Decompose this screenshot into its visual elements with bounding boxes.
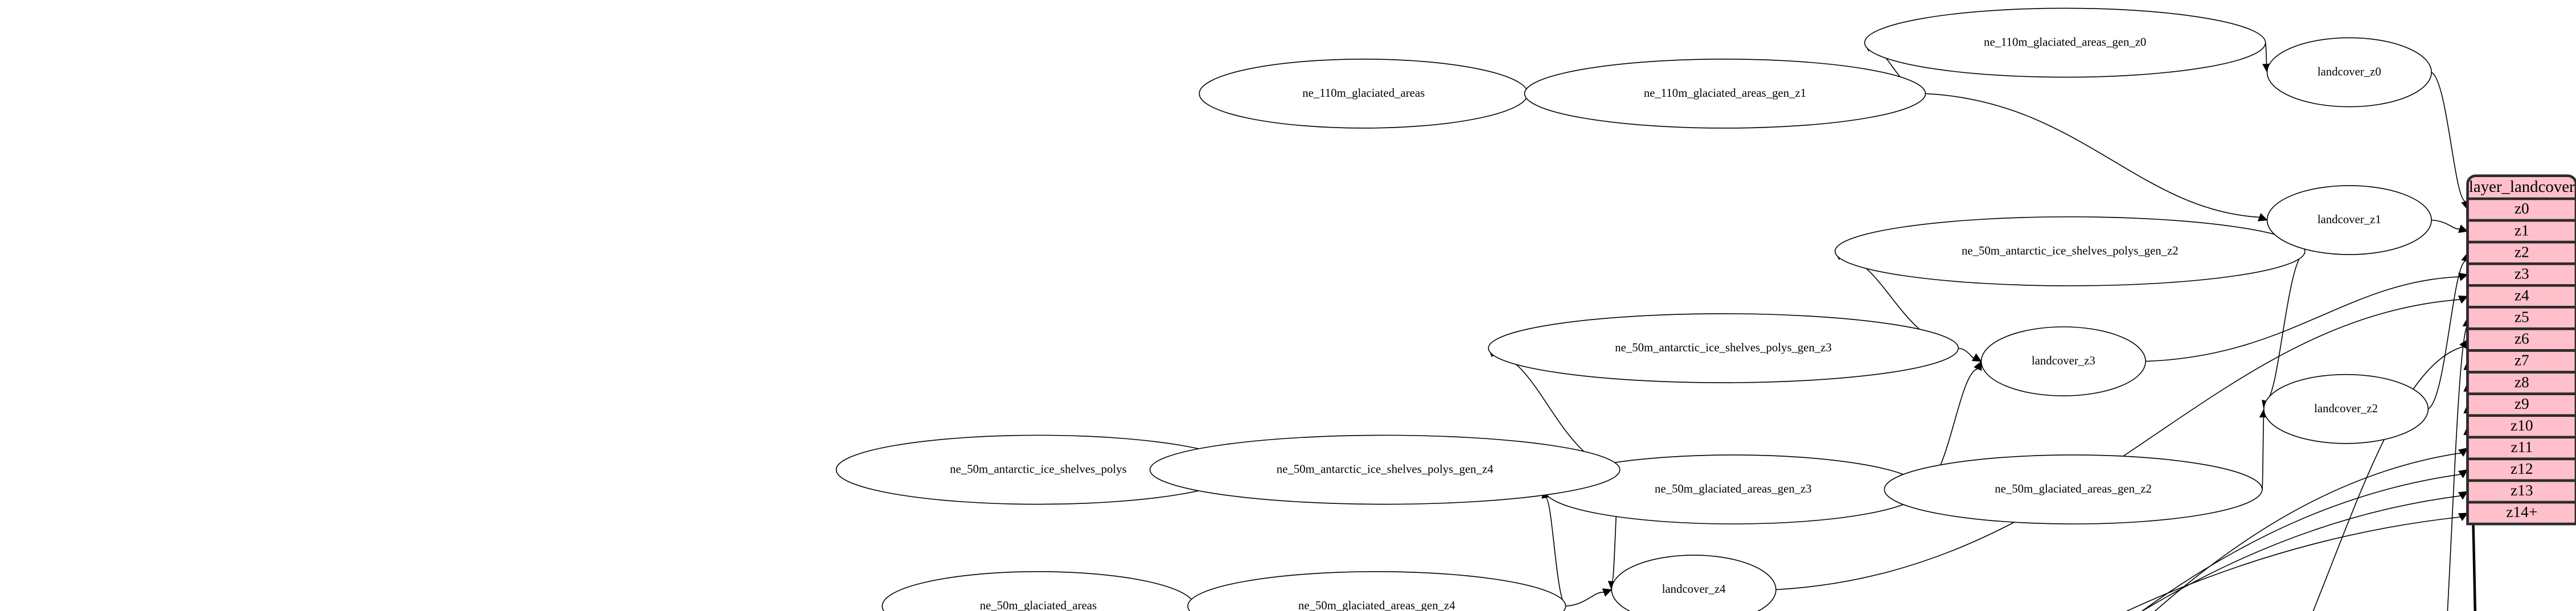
node-shape <box>1884 455 2262 524</box>
node-ne_50m_glaciated_areas_gen_z2[interactable]: ne_50m_glaciated_areas_gen_z2 <box>1884 455 2262 524</box>
record-row-label-z4: z4 <box>2515 286 2529 304</box>
arrowhead-icon <box>2459 273 2468 280</box>
arrowhead-icon <box>2459 225 2468 232</box>
node-ne_50m_glaciated_areas[interactable]: ne_50m_glaciated_areas <box>882 572 1194 611</box>
node-label: ne_50m_antarctic_ice_shelves_polys_gen_z… <box>1962 244 2179 257</box>
node-label: landcover_z3 <box>2032 354 2095 367</box>
node-label: ne_110m_glaciated_areas_gen_z1 <box>1644 87 1806 100</box>
edge-ne_50m_glaciated_areas_gen_z4--to--landcover_z4 <box>1566 592 1604 606</box>
node-label: landcover_z4 <box>1662 583 1726 596</box>
record-row-label-z7: z7 <box>2515 352 2529 369</box>
edge-landcover_z1--to--layer_landcover:z1 <box>2431 220 2460 229</box>
record-row-label-z11: z11 <box>2511 438 2533 456</box>
edge-ne_50m_glaciated_areas_gen_z4--to--ne_50m_glaciated_areas_gen_z3 <box>1546 498 1566 606</box>
record-row-label-z2: z2 <box>2515 243 2529 260</box>
node-ne_50m_antarctic_ice_shelves_polys_gen_z2[interactable]: ne_50m_antarctic_ice_shelves_polys_gen_z… <box>1835 217 2305 286</box>
record-title: layer_landcover <box>2469 178 2575 196</box>
node-landcover_z4[interactable]: landcover_z4 <box>1611 555 1776 611</box>
node-shape <box>1188 572 1566 611</box>
record-row-z10[interactable] <box>2466 414 2576 439</box>
node-label: ne_50m_antarctic_ice_shelves_polys_gen_z… <box>1615 341 1832 354</box>
arrowhead-icon <box>1972 354 1982 361</box>
edge-osm_landcover_gen_z13--to--layer_landcover:z13 <box>713 496 2460 611</box>
node-shape <box>1488 314 1958 383</box>
node-landcover_z1[interactable]: landcover_z1 <box>2267 186 2432 255</box>
node-label: landcover_z0 <box>2317 65 2381 79</box>
edges-layer <box>58 43 2494 611</box>
record-row-z4[interactable] <box>2466 284 2576 309</box>
edge-landcover_z3--to--layer_landcover:z3 <box>2146 277 2460 362</box>
arrowhead-icon <box>2459 296 2468 304</box>
edge-osm_landcover_gen_z11--to--layer_landcover:z11 <box>1180 453 2461 611</box>
arrowhead-icon <box>2459 470 2468 478</box>
node-label: ne_110m_glaciated_areas <box>1302 87 1425 100</box>
node-shape <box>2267 38 2432 106</box>
node-label: ne_50m_glaciated_areas_gen_z3 <box>1655 482 1812 495</box>
node-landcover_z3[interactable]: landcover_z3 <box>1982 327 2146 396</box>
edge-ne_50m_antarctic_ice_shelves_polys_gen_z3--to--landcover_z3 <box>1958 348 1974 358</box>
record-row-label-z6: z6 <box>2515 330 2529 347</box>
node-label: ne_50m_glaciated_areas_gen_z2 <box>1995 482 2152 495</box>
arrowhead-icon <box>1974 362 1982 371</box>
node-label: ne_110m_glaciated_areas_gen_z0 <box>1984 36 2146 49</box>
edge-ne_110m_glaciated_areas_gen_z0--to--landcover_z0 <box>2266 43 2267 65</box>
node-label: ne_50m_antarctic_ice_shelves_polys_gen_z… <box>1277 463 1494 476</box>
edge-landcover_z5--to--layer_landcover:z5 <box>2431 326 2467 611</box>
node-ne_50m_antarctic_ice_shelves_polys[interactable]: ne_50m_antarctic_ice_shelves_polys <box>836 435 1241 504</box>
node-shape <box>1524 59 1925 128</box>
record-row-label-z10: z10 <box>2511 417 2533 434</box>
arrowhead-icon <box>2459 491 2468 499</box>
node-shape <box>2267 186 2432 255</box>
arrowhead-icon <box>2459 513 2468 520</box>
node-ne_50m_glaciated_areas_gen_z4[interactable]: ne_50m_glaciated_areas_gen_z4 <box>1188 572 1566 611</box>
node-shape <box>1865 8 2266 77</box>
node-shape <box>2264 375 2429 444</box>
node-ne_50m_antarctic_ice_shelves_polys_gen_z4[interactable]: ne_50m_antarctic_ice_shelves_polys_gen_z… <box>1150 435 1620 504</box>
nodes-layer: imposm3osm_landcover_polygonsimplify_vw_… <box>0 8 2494 611</box>
node-landcover_z0[interactable]: landcover_z0 <box>2267 38 2432 106</box>
arrowhead-icon <box>2258 214 2267 221</box>
edge-landcover_z6--to--layer_landcover:z6 <box>2162 347 2463 611</box>
edge-ne_50m_glaciated_areas_gen_z2--to--landcover_z2 <box>2262 417 2264 490</box>
edge-ne_50m_antarctic_ice_shelves_polys_gen_z2--to--landcover_z2 <box>2266 251 2304 401</box>
record-row-z11[interactable] <box>2466 436 2576 461</box>
record-row-label-z12: z12 <box>2511 460 2533 477</box>
record-node-layer-landcover[interactable]: layer_landcover z0 z1 z2 z3 z4 z5 z6 z7 z8 z9 z10 z1… <box>2466 174 2576 526</box>
record-row-label-z9: z9 <box>2515 395 2529 412</box>
node-ne_50m_antarctic_ice_shelves_polys_gen_z3[interactable]: ne_50m_antarctic_ice_shelves_polys_gen_z… <box>1488 314 1958 383</box>
record-row-z5[interactable] <box>2466 306 2576 330</box>
node-label: landcover_z1 <box>2317 213 2381 226</box>
edge-landcover_z4--to--layer_landcover:z4 <box>1776 300 2460 590</box>
record-row-z3[interactable] <box>2466 262 2576 287</box>
edge-landcover_z2--to--layer_landcover:z2 <box>2428 261 2466 409</box>
node-shape <box>1150 435 1620 504</box>
node-shape <box>1835 217 2305 286</box>
record-row-label-z0: z0 <box>2515 200 2529 217</box>
record-row-label-z14+: z14+ <box>2506 503 2537 520</box>
record-row-label-z13: z13 <box>2511 482 2533 499</box>
arrowhead-icon <box>1602 589 1611 596</box>
node-label: ne_50m_glaciated_areas_gen_z4 <box>1298 599 1455 611</box>
arrowhead-icon <box>2459 448 2468 456</box>
node-shape <box>1611 555 1776 611</box>
record-row-label-z8: z8 <box>2515 374 2529 391</box>
node-ne_110m_glaciated_areas_gen_z0[interactable]: ne_110m_glaciated_areas_gen_z0 <box>1865 8 2266 77</box>
record-row-z14+[interactable] <box>2466 501 2576 526</box>
node-ne_110m_glaciated_areas_gen_z1[interactable]: ne_110m_glaciated_areas_gen_z1 <box>1524 59 1925 128</box>
record-row-label-z5: z5 <box>2515 309 2529 326</box>
node-label: ne_50m_antarctic_ice_shelves_polys <box>950 463 1126 476</box>
node-label: ne_50m_glaciated_areas <box>980 599 1097 611</box>
edge-ne_110m_glaciated_areas_gen_z1--to--landcover_z1 <box>1925 93 2259 217</box>
node-shape <box>1982 327 2146 396</box>
record-row-label-z1: z1 <box>2515 222 2529 239</box>
record-node-layer: layer_landcover z0 z1 z2 z3 z4 z5 z6 z7 z8 z9 z10 z1… <box>2466 174 2576 526</box>
node-ne_110m_glaciated_areas[interactable]: ne_110m_glaciated_areas <box>1199 59 1528 128</box>
node-landcover_z2[interactable]: landcover_z2 <box>2264 375 2429 444</box>
node-label: landcover_z2 <box>2314 402 2378 415</box>
record-row-label-z3: z3 <box>2515 265 2529 282</box>
edge-landcover_z0--to--layer_landcover:z0 <box>2431 72 2466 202</box>
